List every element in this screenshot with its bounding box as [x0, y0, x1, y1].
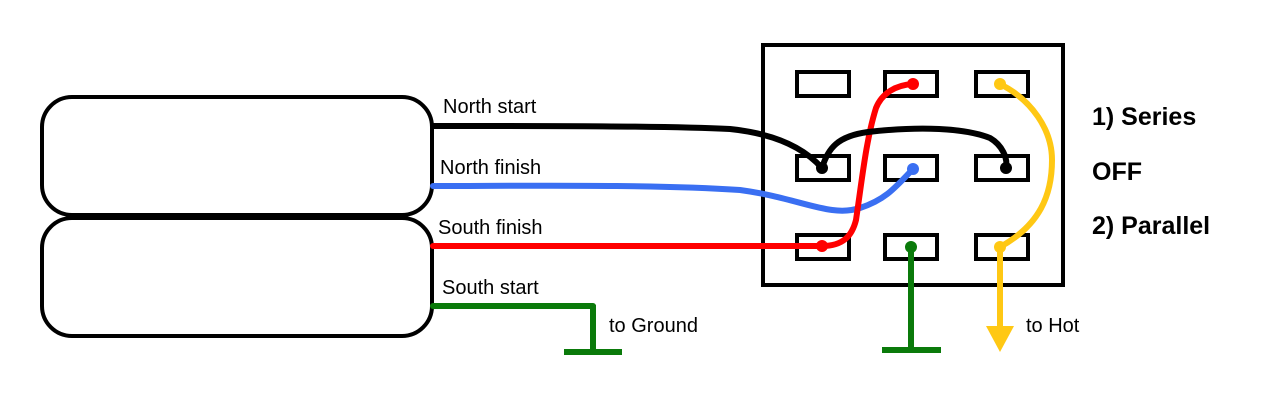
wire-jumper: [819, 125, 1010, 171]
solder-dot-hot-bottom: [994, 241, 1006, 253]
wire-hot: [997, 81, 1055, 335]
solder-dot-north-finish: [907, 163, 919, 175]
wire-north-start: [430, 123, 825, 171]
solder-dot-jumper: [1000, 162, 1012, 174]
label-south-start: South start: [442, 277, 539, 299]
solder-dot-ground: [905, 241, 917, 253]
label-north-start: North start: [443, 96, 537, 118]
label-south-finish: South finish: [438, 217, 543, 239]
ground-symbol-right: [882, 248, 941, 353]
label-series: 1) Series: [1092, 103, 1196, 131]
south-coil: [40, 216, 434, 338]
solder-dot-hot-top: [994, 78, 1006, 90]
switch-lug-top-left: [795, 70, 851, 98]
solder-dot-south-finish-top: [907, 78, 919, 90]
label-north-finish: North finish: [440, 157, 541, 179]
solder-dot-north-start: [816, 162, 828, 174]
label-to-hot: to Hot: [1026, 315, 1080, 337]
label-to-ground: to Ground: [609, 315, 698, 337]
label-off: OFF: [1092, 158, 1142, 186]
solder-dot-south-finish: [816, 240, 828, 252]
ground-symbol-left: [564, 305, 622, 355]
north-coil: [40, 95, 434, 217]
wire-north-finish: [430, 166, 916, 214]
label-parallel: 2) Parallel: [1092, 212, 1210, 240]
hot-arrow-icon: [986, 326, 1014, 352]
wire-south-finish: [430, 81, 916, 249]
